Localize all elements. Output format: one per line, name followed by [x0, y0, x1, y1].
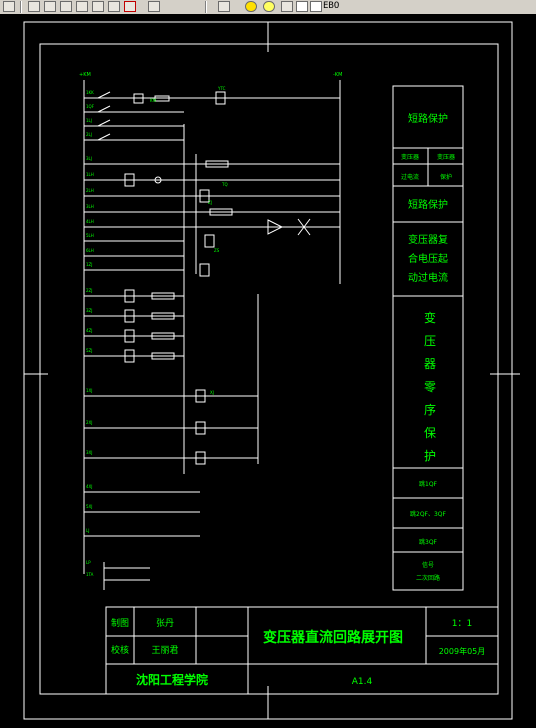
lightbulb-icon[interactable] [245, 1, 257, 12]
panel-block3-line: 动过电流 [408, 271, 448, 284]
panel-vertical-char: 保 [424, 426, 436, 440]
device-label: XJ [210, 390, 214, 395]
contact-labels: 1KK 1QF 1LJ 2LJ 3LJ 1LH 2LH 3LH 4LH 5LH 6LH 1ZJ 2ZJ 3… [86, 86, 228, 577]
contact-label: 5LH [86, 233, 94, 238]
bus-positive-label: +KM [79, 72, 91, 78]
print-icon[interactable] [76, 1, 88, 12]
panel-vertical-char: 序 [424, 402, 436, 417]
contact-label: 3LH [86, 204, 94, 209]
sheet-size: A1.4 [352, 677, 373, 687]
drawing-scale: 1：1 [452, 619, 472, 629]
lock-icon[interactable] [281, 1, 293, 12]
device-label: ZJ [208, 200, 212, 205]
contact-label: 1QF [86, 104, 95, 109]
title-block [105, 606, 499, 695]
drawing-date: 2009年05月 [439, 646, 486, 656]
stack-icon[interactable] [108, 1, 120, 12]
contact-label: 4XJ [86, 484, 92, 489]
panel-bottom-line: 二次回路 [416, 574, 440, 582]
panel-row-left: 过电流 [401, 173, 419, 181]
panel-block3-line: 合电压起 [408, 252, 448, 265]
toolbar-separator [20, 1, 22, 13]
panel-vertical-char: 零 [424, 380, 436, 394]
panel-vertical-char: 器 [424, 357, 436, 371]
cad-drawing: +KM -KM [23, 21, 520, 720]
contact-label: 6LH [86, 248, 94, 253]
table-icon[interactable] [148, 1, 160, 12]
circuit-rows [84, 91, 340, 590]
contact-label: 3LJ [86, 156, 92, 161]
sun-icon[interactable] [263, 1, 275, 12]
bus-negative-label: -KM [333, 72, 342, 78]
cad-toolbar: EBO [0, 0, 536, 15]
panel-bottom-line: 信号 [422, 561, 434, 569]
grid-icon[interactable] [92, 1, 104, 12]
contact-label: 1TA [86, 572, 94, 577]
contact-label: 3XJ [86, 450, 92, 455]
institution-name: 沈阳工程学院 [136, 672, 208, 687]
contact-label: 3ZJ [86, 308, 92, 313]
contact-label: 4LH [86, 219, 94, 224]
contact-label: 1ZJ [86, 262, 92, 267]
contact-label: 2LH [86, 188, 94, 193]
panel-action-row: 跳1QF [419, 480, 438, 488]
contact-label: 4ZJ [86, 328, 92, 333]
drawn-by-name: 张丹 [156, 618, 174, 629]
device-label: TQ [221, 182, 228, 187]
panel-action-row: 跳3QF [419, 538, 438, 546]
contact-label: 1LJ [86, 118, 92, 123]
checked-by-name: 王丽君 [151, 645, 178, 656]
panel-block3-line: 变压器复 [408, 233, 448, 246]
panel-block2-title: 短路保护 [408, 198, 448, 211]
zoom-icon[interactable] [3, 1, 15, 12]
drawn-by-label: 制图 [111, 617, 129, 629]
contact-label: 1KK [86, 90, 94, 95]
panel-action-row: 跳2QF、3QF [410, 510, 447, 518]
layer-icon[interactable] [28, 1, 40, 12]
color-square-icon[interactable] [296, 1, 308, 12]
checked-by-label: 校核 [111, 644, 129, 656]
device-label: YTC [217, 86, 226, 91]
sheet-outer-border [23, 21, 513, 720]
panel-row-left: 变压器 [401, 153, 419, 161]
layer-name-label: EBO [323, 1, 340, 11]
panel-vertical-char: 变 [424, 310, 436, 325]
device-label: KM [150, 98, 157, 103]
panel-block1-title: 短路保护 [408, 112, 448, 125]
contact-label: 1LH [86, 172, 94, 177]
contact-label: 5ZJ [86, 348, 92, 353]
cad-drawing-canvas[interactable]: +KM -KM [0, 14, 536, 724]
table-icon[interactable] [44, 1, 56, 12]
contact-label: 5XJ [86, 504, 92, 509]
stack-icon[interactable] [218, 1, 230, 12]
contact-label: 2LJ [86, 132, 92, 137]
panel-vertical-char: 压 [424, 334, 436, 348]
contact-label: 1XJ [86, 388, 92, 393]
contact-label: LJ [86, 528, 89, 533]
panel-row-right: 变压器 [437, 153, 455, 161]
contact-label: LP [86, 560, 91, 565]
toolbar-separator [205, 1, 207, 13]
properties-icon[interactable] [60, 1, 72, 12]
drawing-title: 变压器直流回路展开图 [263, 629, 403, 646]
contact-label: 2ZJ [86, 288, 92, 293]
function-panel [392, 85, 464, 591]
color-square-icon[interactable] [310, 1, 322, 12]
color-square-icon[interactable] [124, 1, 136, 12]
device-label: ZS [214, 248, 220, 253]
panel-row-right: 保护 [440, 173, 452, 181]
panel-vertical-char: 护 [424, 449, 436, 463]
contact-label: 2XJ [86, 420, 92, 425]
